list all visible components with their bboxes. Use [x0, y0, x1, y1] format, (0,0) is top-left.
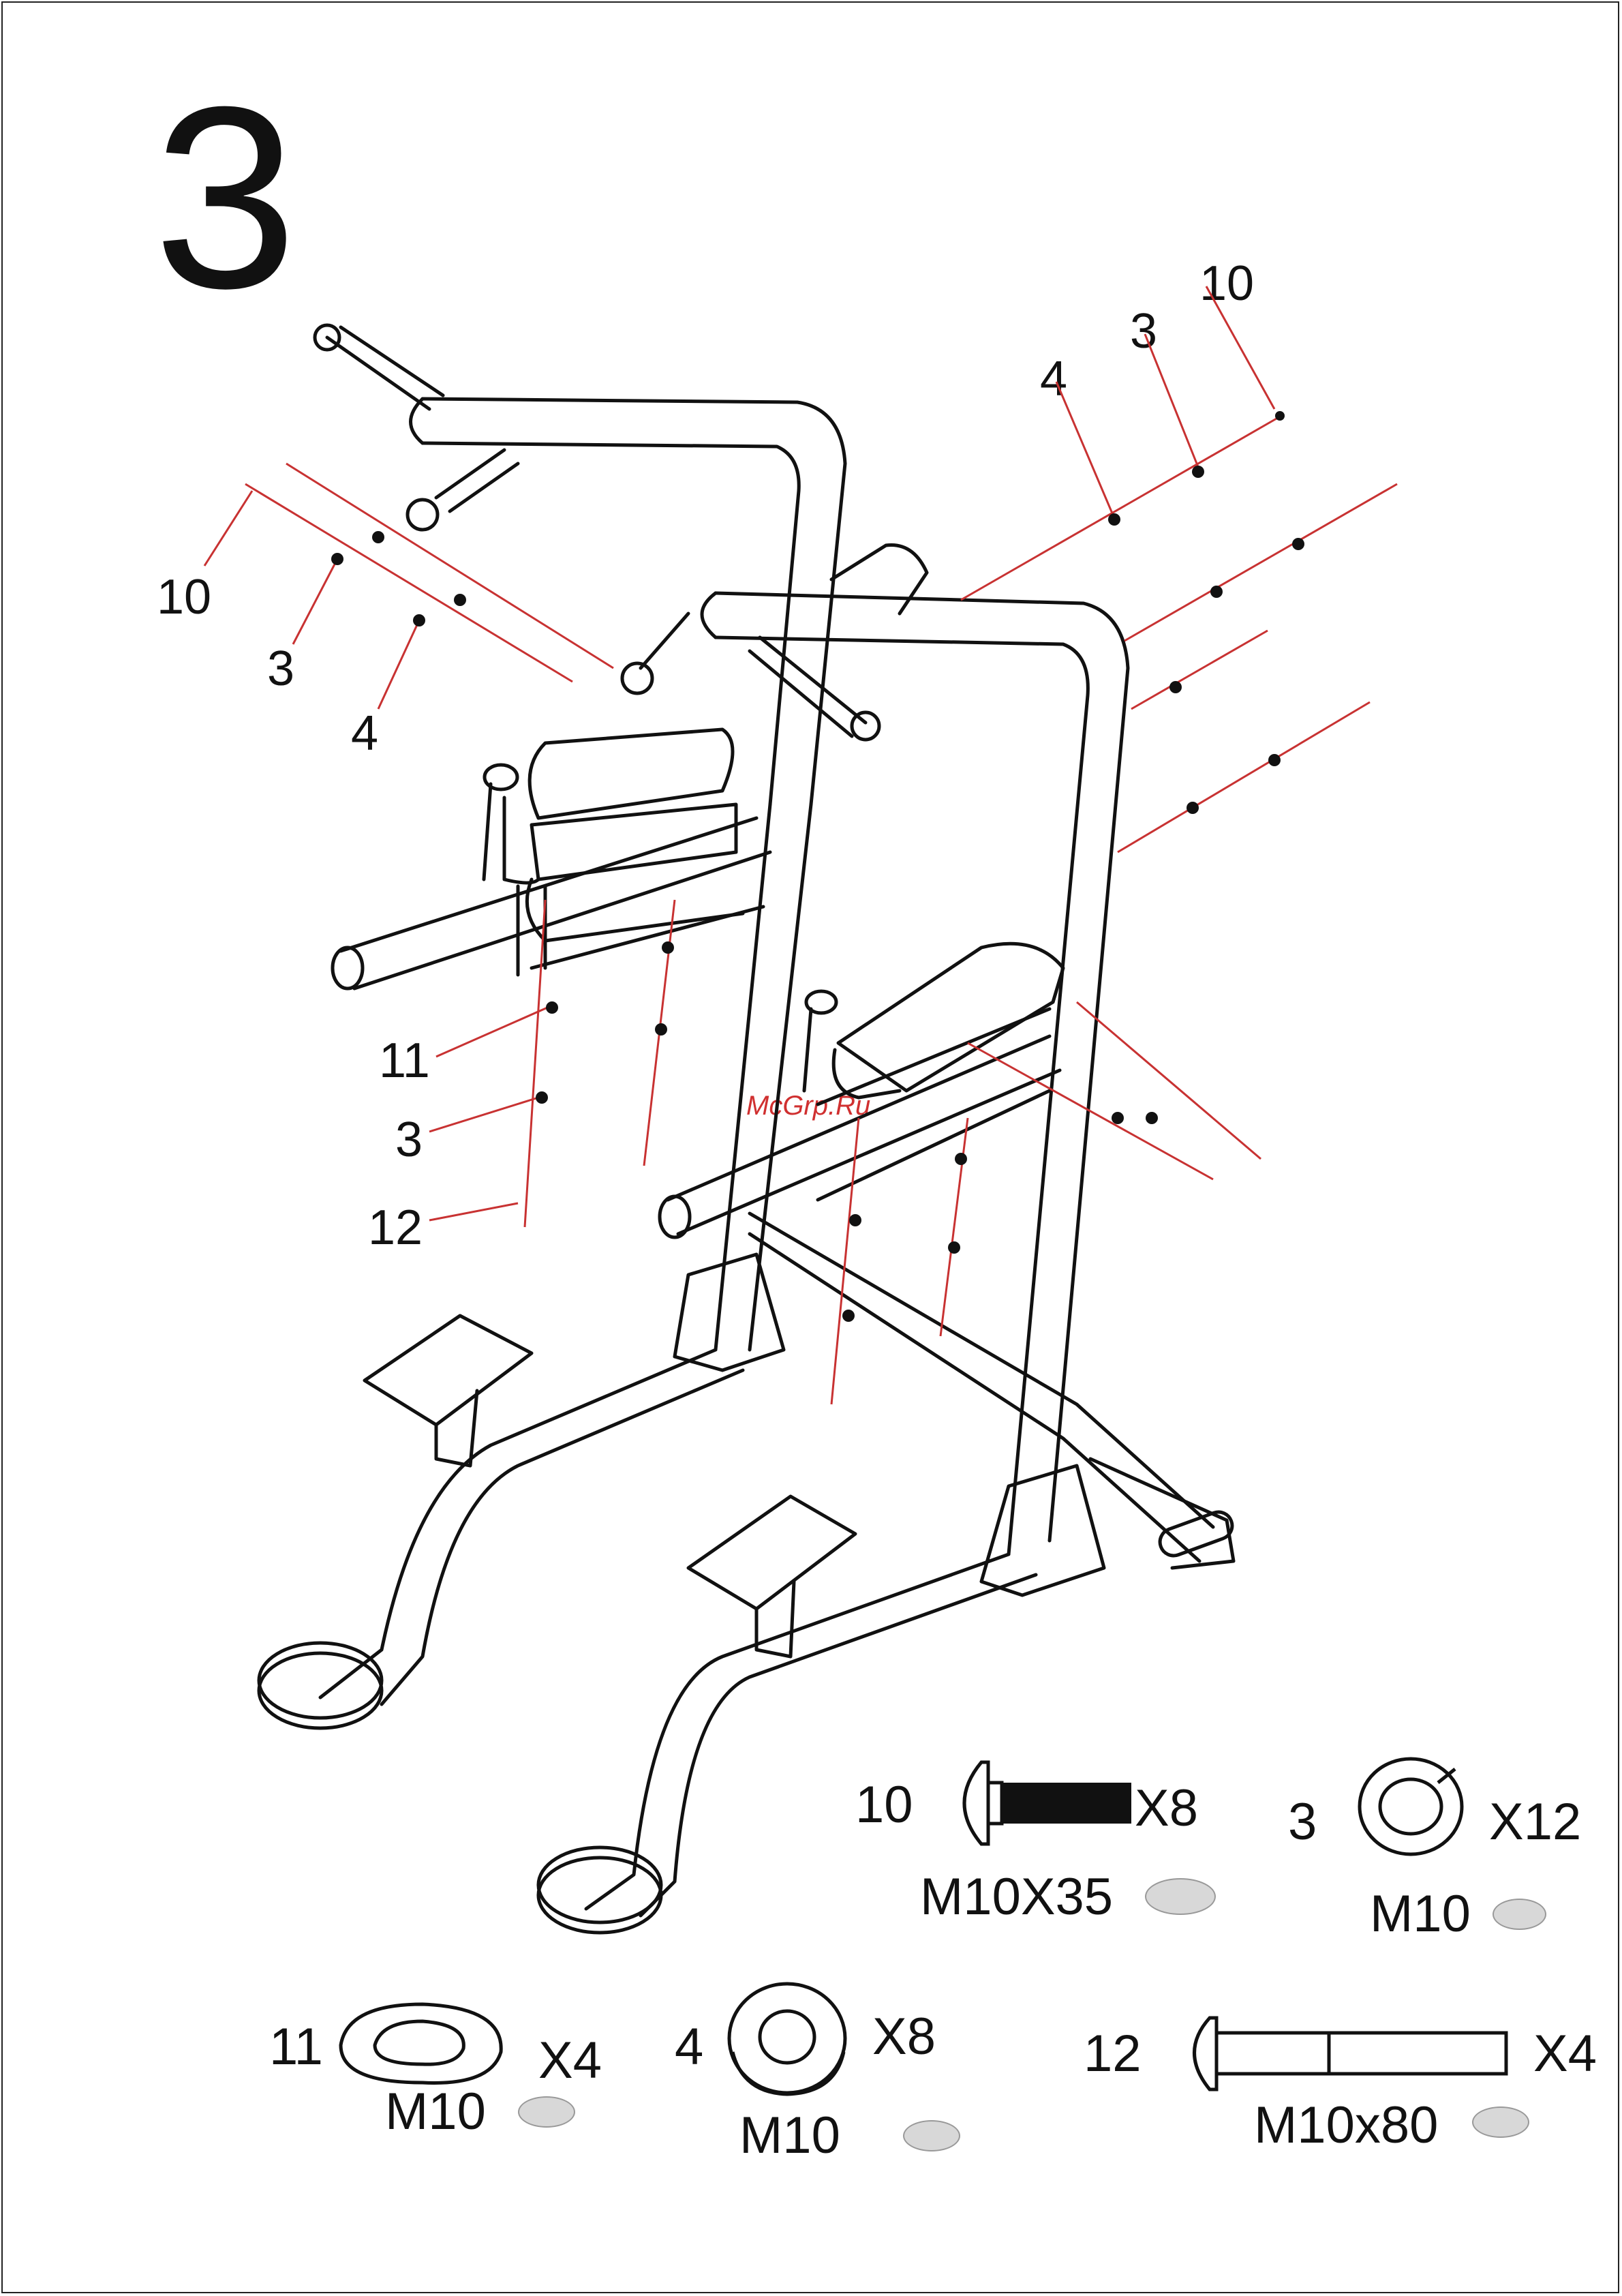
hardware-12-swatch: [1472, 2106, 1529, 2138]
long-bolt-icon: [1179, 2011, 1520, 2100]
hardware-10-size: M10X35: [920, 1871, 1113, 1923]
hardware-12-number: 12: [1084, 2028, 1142, 2080]
bolt-icon: [947, 1759, 1138, 1847]
foot-pads: [259, 1643, 661, 1933]
leader-lines: [204, 286, 1397, 1404]
hardware-4-number: 4: [675, 2021, 703, 2073]
hardware-3-swatch: [1493, 1899, 1546, 1930]
hardware-12-size: M10x80: [1254, 2100, 1438, 2151]
rear-handle-bar: [315, 325, 845, 804]
backrest: [831, 545, 927, 614]
fastener-marks: [331, 411, 1304, 1322]
hardware-4-qty: X8: [872, 2011, 936, 2063]
hardware-11-swatch: [518, 2096, 575, 2128]
left-arm-pad: [333, 729, 770, 988]
hardware-12-qty: X4: [1533, 2028, 1597, 2080]
right-arm-pad: [660, 943, 1063, 1237]
hardware-4-size: M10: [739, 2110, 840, 2162]
hardware-4-swatch: [903, 2120, 960, 2151]
foot-step-plates: [365, 1316, 855, 1657]
base-frame: [320, 804, 1236, 1916]
hardware-10-number: 10: [855, 1779, 913, 1831]
hardware-11-number: 11: [269, 2021, 323, 2073]
hardware-3-size: M10: [1370, 1888, 1471, 1940]
spring-washer-icon: [1353, 1752, 1475, 1861]
hardware-11-qty: X4: [538, 2035, 602, 2087]
hardware-10-qty: X8: [1135, 1783, 1198, 1834]
hardware-3-number: 3: [1288, 1796, 1317, 1848]
hardware-3-qty: X12: [1489, 1796, 1581, 1848]
hardware-11-size: M10: [385, 2086, 486, 2138]
curved-washer-icon: [334, 1997, 511, 2093]
hardware-10-swatch: [1145, 1878, 1216, 1915]
flat-washer-icon: [722, 1977, 852, 2100]
